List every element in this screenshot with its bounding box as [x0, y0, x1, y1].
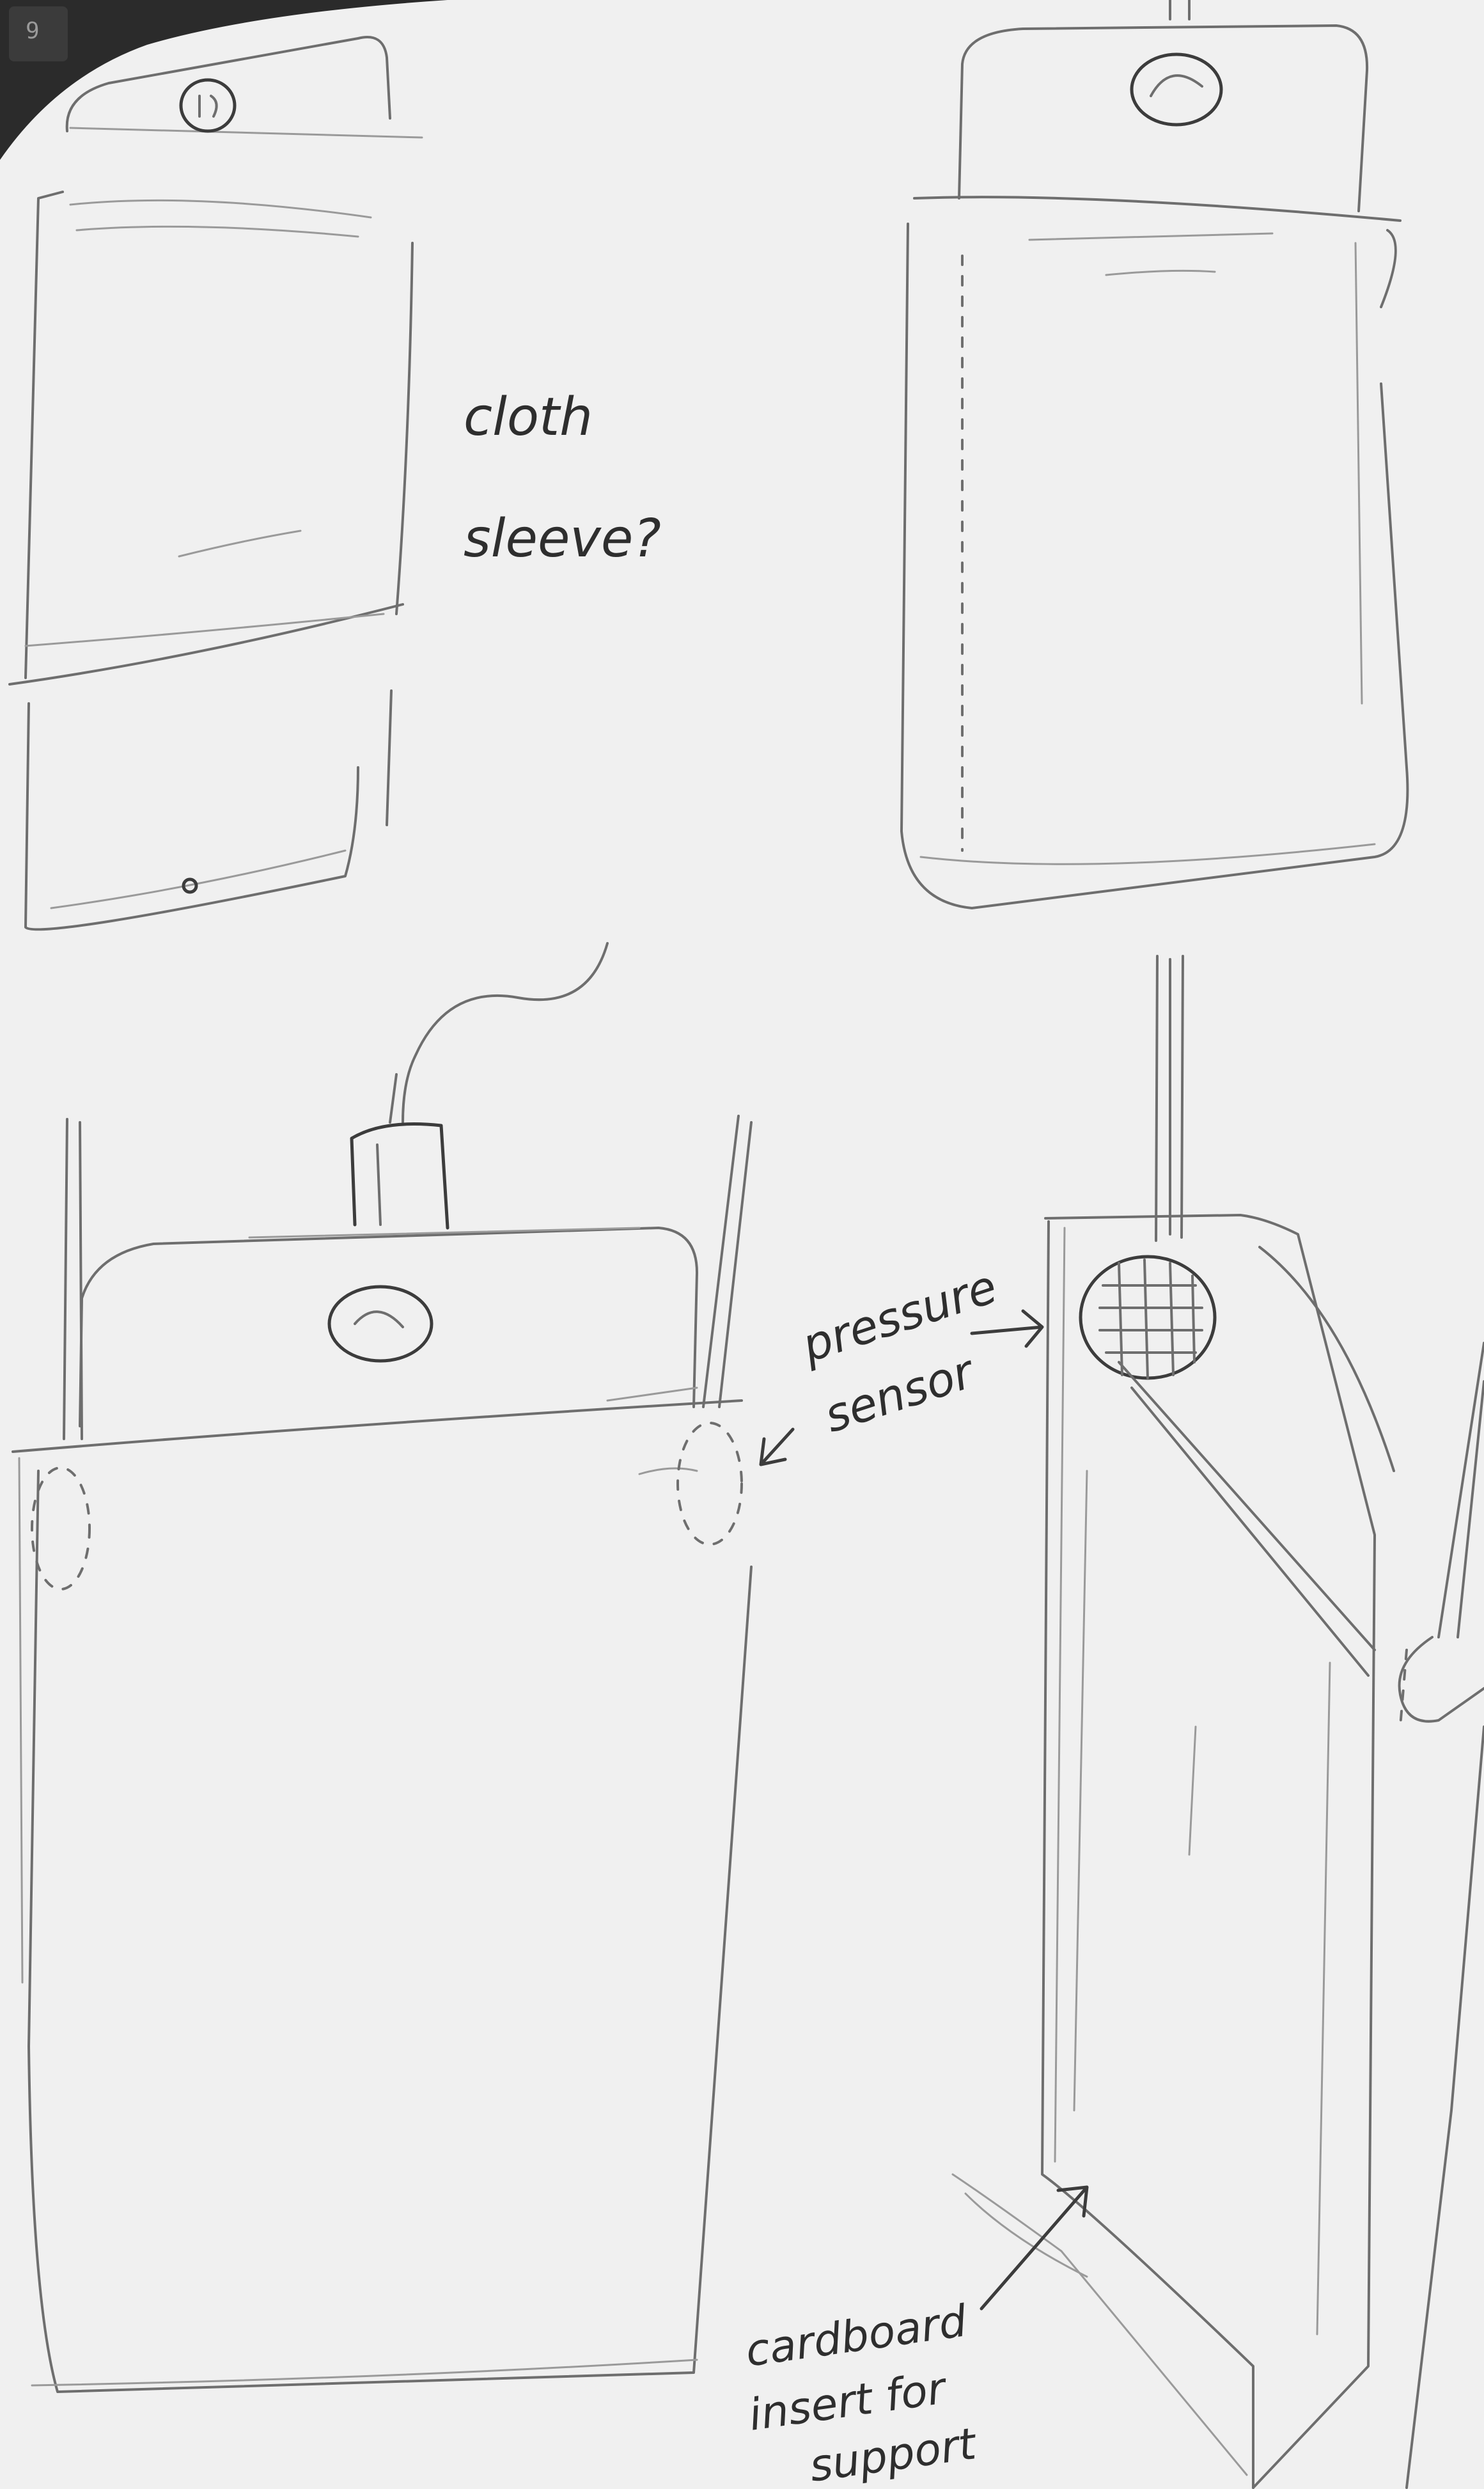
annotation-cloth-sleeve-line2: sleeve?	[464, 508, 661, 569]
annotation-cloth-sleeve-line1: cloth	[464, 387, 593, 448]
corner-key-label: 9	[26, 18, 40, 44]
